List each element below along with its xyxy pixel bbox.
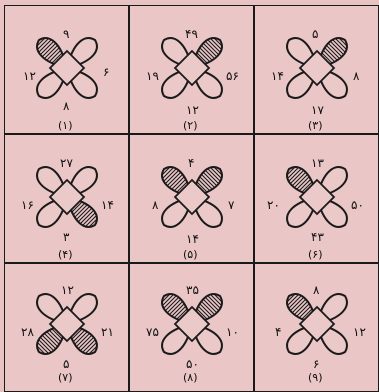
cell-9-top-number: ۸ [313, 284, 319, 296]
cell-8-bottom-number: ۵۰ [186, 358, 199, 370]
cell-6-bottom-number: ۴۳ [311, 231, 324, 243]
cell-7-left-number: ۲۸ [21, 326, 34, 338]
puzzle-cell-4: ۲۷ ۱۶ ۱۴ ۳ (۴) [4, 134, 129, 263]
cell-3-index-label: (۳) [308, 120, 323, 131]
cell-6-right-number: ۵۰ [351, 199, 364, 211]
cell-1-left-number: ۱۲ [23, 70, 36, 82]
cell-5-right-number: ۷ [228, 199, 234, 211]
cell-2-bottom-number: ۱۲ [186, 104, 199, 116]
cell-3-top-number: ۵ [312, 28, 318, 40]
puzzle-cell-8: ۳۵ ۷۵ ۱۰ ۵۰ (۸) [129, 263, 254, 392]
cell-8-left-number: ۷۵ [146, 326, 159, 338]
cell-4-index-label: (۴) [58, 249, 73, 260]
cell-7-right-number: ۲۱ [101, 326, 114, 338]
cell-2-left-number: ۱۹ [146, 70, 159, 82]
cell-5-left-number: ۸ [152, 199, 158, 211]
cell-1-right-number: ۶ [103, 66, 109, 78]
cell-6-top-number: ۱۳ [311, 157, 324, 169]
cell-4-right-number: ۱۴ [101, 199, 114, 211]
cell-2-right-number: ۵۶ [226, 70, 239, 82]
cell-9-left-number: ۴ [275, 326, 281, 338]
puzzle-cell-3: ۵ ۱۴ ۸ ۱۷ (۳) [254, 5, 379, 134]
cell-1-index-label: (۱) [58, 120, 73, 131]
cell-2-top-number: ۴۹ [185, 28, 198, 40]
cell-6-left-number: ۲۰ [267, 199, 280, 211]
cell-8-top-number: ۳۵ [186, 284, 199, 296]
cell-1-bottom-number: ۸ [63, 100, 69, 112]
cell-7-index-label: (۷) [58, 372, 73, 383]
cell-2-index-label: (۲) [183, 120, 198, 131]
cell-9-bottom-number: ۶ [313, 358, 319, 370]
puzzle-cell-9: ۸ ۴ ۱۲ ۶ (۹) [254, 263, 379, 392]
cell-5-top-number: ۴ [188, 157, 194, 169]
cell-9-right-number: ۱۲ [353, 326, 366, 338]
cell-8-right-number: ۱۰ [226, 326, 239, 338]
cell-6-index-label: (۶) [308, 249, 323, 260]
cell-7-bottom-number: ۵ [63, 358, 69, 370]
cell-3-right-number: ۸ [353, 70, 359, 82]
puzzle-cell-5: ۴ ۸ ۷ ۱۴ (۵) [129, 134, 254, 263]
cell-3-left-number: ۱۴ [271, 70, 284, 82]
puzzle-board: ۹ ۱۲ ۶ ۸ (۱) ۴۹ ۱۹ ۵۶ ۱۲ (۲) ۵ ۱۴ ۸ ۱۷ (… [0, 0, 379, 383]
cell-9-index-label: (۹) [308, 372, 323, 383]
cell-4-bottom-number: ۳ [63, 231, 69, 243]
cell-5-bottom-number: ۱۴ [186, 233, 199, 245]
puzzle-grid: ۹ ۱۲ ۶ ۸ (۱) ۴۹ ۱۹ ۵۶ ۱۲ (۲) ۵ ۱۴ ۸ ۱۷ (… [4, 5, 379, 382]
cell-7-top-number: ۱۲ [61, 284, 74, 296]
puzzle-cell-6: ۱۳ ۲۰ ۵۰ ۴۳ (۶) [254, 134, 379, 263]
puzzle-cell-2: ۴۹ ۱۹ ۵۶ ۱۲ (۲) [129, 5, 254, 134]
cell-5-index-label: (۵) [183, 249, 198, 260]
puzzle-cell-7: ۱۲ ۲۸ ۲۱ ۵ (۷) [4, 263, 129, 392]
cell-4-left-number: ۱۶ [21, 199, 34, 211]
cell-8-index-label: (۸) [183, 372, 198, 383]
cell-4-top-number: ۲۷ [60, 157, 73, 169]
cell-1-top-number: ۹ [63, 28, 69, 40]
cell-3-bottom-number: ۱۷ [311, 104, 324, 116]
puzzle-cell-1: ۹ ۱۲ ۶ ۸ (۱) [4, 5, 129, 134]
